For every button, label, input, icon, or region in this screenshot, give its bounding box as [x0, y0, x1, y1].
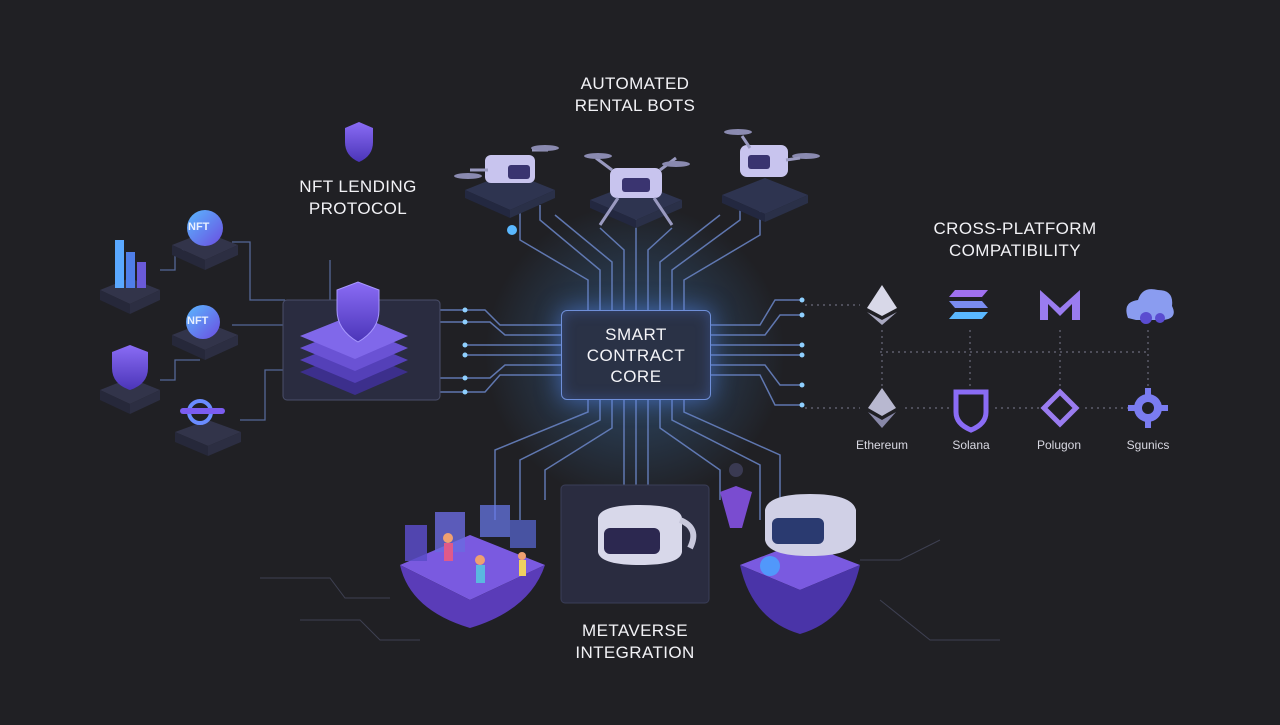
vr-headset-icon — [598, 505, 697, 565]
person-icon — [443, 533, 453, 543]
shield-icon-2 — [112, 345, 148, 390]
trace-dots-left — [462, 307, 468, 395]
m-logo-icon — [1040, 290, 1080, 320]
rental-bots-label: AUTOMATED RENTAL BOTS — [574, 74, 696, 115]
chain-connectors — [805, 304, 1150, 409]
metaverse-label: METAVERSE INTEGRATION — [575, 621, 695, 662]
metaverse-island-left — [400, 505, 545, 628]
tile-nft-top — [172, 210, 238, 270]
metaverse-island-right — [740, 494, 860, 634]
ethereum-icon-bottom — [868, 388, 896, 428]
nft-badge-1: NFT — [188, 221, 210, 233]
polygon-icon — [1040, 388, 1080, 428]
cross-platform-label: CROSS-PLATFORM COMPATIBILITY — [933, 219, 1097, 260]
person-icon-2 — [475, 555, 485, 565]
lending-shield-icon — [336, 281, 380, 343]
nft-coin-icon — [187, 210, 223, 246]
drone-right — [722, 129, 820, 222]
drone-center — [584, 153, 690, 228]
smart-contract-core: SMART CONTRACT CORE — [561, 310, 711, 400]
nft-badge-2: NFT — [187, 315, 209, 327]
bar-chart-icon — [115, 240, 124, 288]
tile-shield — [100, 345, 160, 414]
traces-lending — [160, 241, 331, 421]
shield-icon — [345, 122, 373, 162]
traces-right — [709, 299, 800, 406]
traces-bottom — [494, 398, 781, 520]
nft-lending-label: NFT LENDING PROTOCOL — [299, 177, 417, 218]
cloud-gear-icon — [1126, 289, 1174, 324]
chain-label-solana: Solana — [952, 438, 990, 452]
gear-icon — [1128, 388, 1168, 428]
chain-label-ethereum: Ethereum — [855, 438, 909, 452]
ethereum-icon — [867, 285, 897, 325]
crystal-icon — [720, 463, 752, 528]
chain-label-polygon: Polugon — [1036, 438, 1082, 452]
tile-bars — [100, 240, 160, 314]
tile-key — [175, 399, 241, 456]
drone-left — [454, 145, 559, 235]
solana-icon — [949, 290, 988, 319]
core-label: SMART CONTRACT CORE — [586, 324, 686, 386]
globe-icon — [760, 556, 780, 576]
solana-shield-icon — [953, 389, 989, 433]
tile-nft-mid — [172, 305, 238, 360]
trace-dots-right — [799, 297, 805, 408]
nft-coin-icon-2 — [186, 305, 220, 339]
chain-label-sgunics: Sgunics — [1126, 438, 1170, 452]
background-network — [260, 539, 1000, 641]
